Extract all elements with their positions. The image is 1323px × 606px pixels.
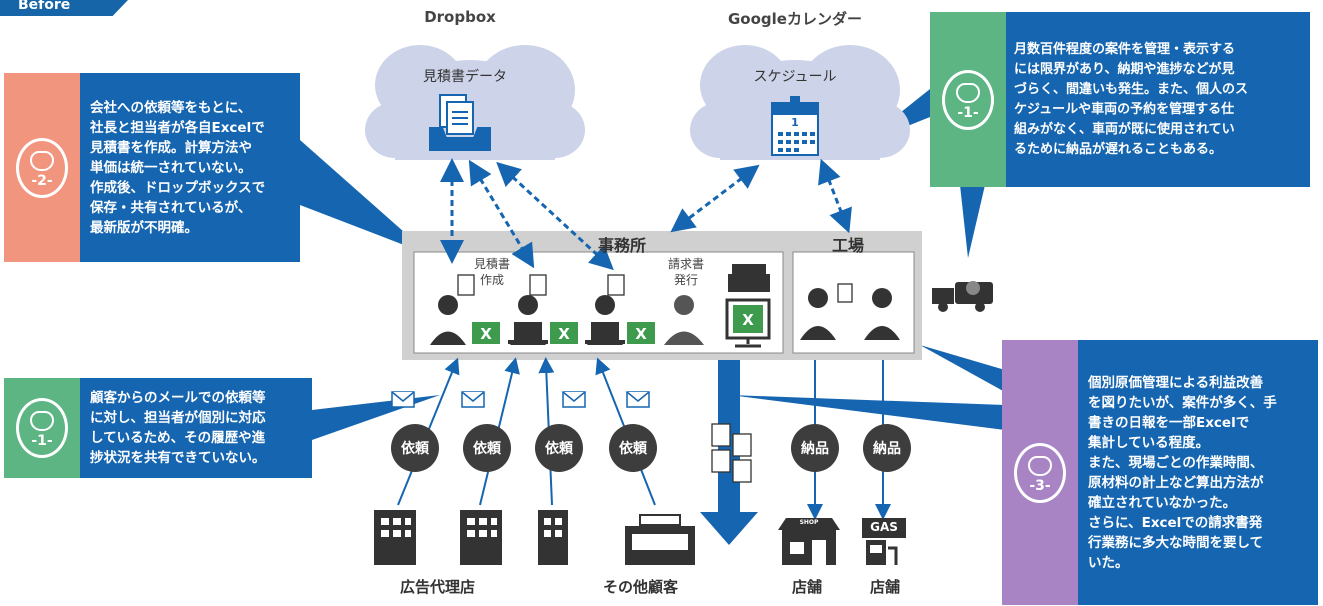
sync-arrow-4 [670, 164, 760, 233]
store-label-2: 店舗 [870, 578, 901, 596]
estimate-create-label: 見積書作成 [473, 257, 510, 287]
pointer-issue3-b [730, 395, 1005, 430]
issue1-right-text: 月数百件程度の案件を管理・表示する には限界があり、納期や進捗などが見 づらく、… [1006, 12, 1310, 187]
issue1-right-badge-area: -1- [930, 12, 1006, 187]
svg-text:X: X [742, 311, 754, 329]
issue2-badge-area: -2- [4, 73, 80, 262]
pointer-issue2 [300, 140, 430, 255]
office-title: 事務所 [598, 236, 647, 255]
mail-icons [391, 391, 650, 408]
mascot-badge-1-left: -1- [16, 398, 68, 458]
calendar-icon: 1 [771, 96, 819, 156]
delivery-label-1: 納品 [801, 441, 829, 457]
callout-issue-3: -3- 個別原価管理による利益改善 を図りたいが、案件が多く、手 書きの日報を一… [1002, 340, 1318, 605]
issue3-text: 個別原価管理による利益改善 を図りたいが、案件が多く、手 書きの日報を一部Exc… [1078, 340, 1318, 605]
sync-arrow-3 [496, 161, 614, 271]
document-icons [457, 274, 853, 303]
issue1-left-badge-area: -1- [4, 378, 80, 478]
request-label-2: 依頼 [473, 441, 501, 457]
issue2-text: 会社への依頼等をもとに、 社長と担当者が各自Excelで 見積書を作成。計算方法… [80, 73, 300, 262]
mascot-badge-1-right: -1- [942, 69, 994, 130]
issue3-badge-area: -3- [1002, 340, 1078, 605]
monitor-icon [725, 298, 771, 348]
gas-station-icon [862, 518, 906, 565]
agency-label: 広告代理店 [400, 578, 476, 596]
before-tab: Before [0, 0, 128, 16]
shop-icon [778, 518, 840, 565]
mascot-badge-3: -3- [1014, 442, 1066, 503]
request-label-4: 依頼 [619, 441, 647, 457]
before-label: Before [18, 0, 71, 13]
dropbox-label: Dropbox [424, 8, 496, 26]
truck-icon [932, 281, 993, 312]
pointer-issue1-right-b [960, 185, 985, 258]
sync-arrow-5 [818, 158, 852, 234]
callout-issue-2: -2- 会社への依頼等をもとに、 社長と担当者が各自Excelで 見積書を作成。… [4, 73, 300, 262]
shop-sign: SHOP [799, 519, 819, 526]
request-label-3: 依頼 [545, 441, 573, 457]
printer-icon [728, 264, 770, 292]
excel-icons [472, 305, 763, 344]
schedule-label: スケジュール [753, 69, 837, 85]
store-label-1: 店舗 [792, 578, 823, 596]
estimate-data-label: 見積書データ [423, 69, 507, 85]
other-customers-label: その他顧客 [603, 578, 679, 596]
svg-text:X: X [480, 325, 492, 343]
factory-title: 工場 [832, 236, 865, 255]
callout-issue-1-left: -1- 顧客からのメールでの依頼等 に対し、担当者が個別に対応 しているため、そ… [4, 378, 312, 478]
callout-issue-1-right: -1- 月数百件程度の案件を管理・表示する には限界があり、納期や進捗などが見 … [930, 12, 1310, 187]
google-calendar-label: Googleカレンダー [728, 10, 862, 28]
request-label-1: 依頼 [401, 441, 429, 457]
svg-text:1: 1 [791, 116, 799, 129]
svg-text:X: X [635, 325, 647, 343]
pointer-issue3-a [920, 345, 1005, 392]
delivery-label-2: 納品 [873, 441, 901, 457]
invoice-issue-label: 請求書発行 [667, 257, 704, 287]
inbox-tray-icon [429, 94, 491, 151]
svg-text:X: X [558, 325, 570, 343]
mascot-badge-2: -2- [16, 137, 68, 198]
documents-icon [711, 423, 752, 483]
issue1-left-text: 顧客からのメールでの依頼等 に対し、担当者が個別に対応 しているため、その履歴や… [80, 378, 312, 478]
gas-sign: GAS [870, 520, 898, 534]
